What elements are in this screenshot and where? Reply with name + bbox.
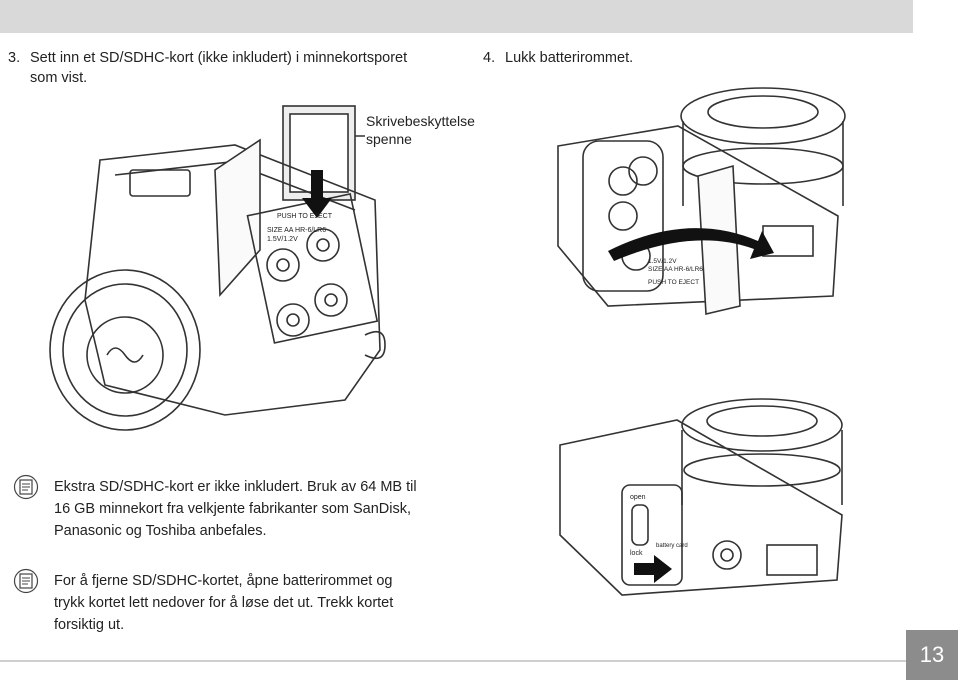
note-1: Ekstra SD/SDHC-kort er ikke inkludert. B… [54,476,454,542]
note-2-line3: forsiktig ut. [54,617,125,633]
step-3-number: 3. [8,50,21,66]
step-3-text-line2: som vist. [30,70,88,86]
open-label: open [630,494,646,501]
step-4-text: Lukk batterirommet. [505,50,634,66]
note-2: For å fjerne SD/SDHC-kortet, åpne batter… [54,570,454,636]
note-1-line1: Ekstra SD/SDHC-kort er ikke inkludert. B… [54,479,417,495]
battery-type-label-1: 1.5V/1.2V [267,236,298,243]
step-4: 4. Lukk batterirommet. [483,48,633,68]
write-protect-callout: Skrivebeskyttelse spenne [366,112,475,148]
battery-size-label-2: SIZE AA HR-6/LR6 [648,266,703,273]
note-icon [13,568,39,594]
callout-line1: Skrivebeskyttelse [366,113,475,129]
camera-lock-switch-illustration: open lock battery card [559,398,843,596]
note-1-line3: Panasonic og Toshiba anbefales. [54,523,267,539]
step-3-text-line1: Sett inn et SD/SDHC-kort (ikke inkludert… [30,50,408,66]
note-icon [13,474,39,500]
battery-type-label-2: 1.5V/1.2V [648,258,677,265]
push-to-eject-label-1: PUSH TO EJECT [277,213,333,220]
battery-size-label-1: SIZE AA HR-6/LR6 [267,227,326,234]
lock-label: lock [630,550,643,557]
step-4-number: 4. [483,50,496,66]
footer-rule [0,660,906,662]
camera-card-insert-illustration: PUSH TO EJECT SIZE AA HR-6/LR6 1.5V/1.2V [49,105,386,431]
page-number: 13 [906,630,958,680]
camera-close-door-illustration: PUSH TO EJECT SIZE AA HR-6/LR6 1.5V/1.2V [557,87,846,315]
step-3: 3. Sett inn et SD/SDHC-kort (ikke inklude… [8,48,407,88]
header-bar [0,0,913,33]
battery-card-label: battery card [656,543,688,549]
note-1-line2: 16 GB minnekort fra velkjente fabrikante… [54,501,412,517]
note-2-line1: For å fjerne SD/SDHC-kortet, åpne batter… [54,573,393,589]
callout-line2: spenne [366,131,412,147]
push-to-eject-label-2: PUSH TO EJECT [648,279,699,286]
note-2-line2: trykk kortet lett nedover for å løse det… [54,595,394,611]
